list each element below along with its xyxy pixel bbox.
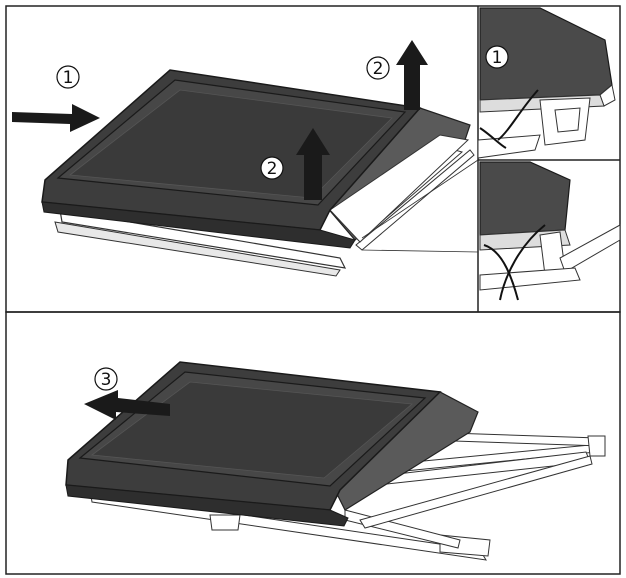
callout-line	[361, 159, 479, 239]
bottom-shelf-illustration	[65, 361, 606, 561]
callout-line	[361, 249, 479, 253]
step-3-label: 3	[94, 367, 118, 391]
arrow-left-icon	[84, 390, 170, 420]
detail-bottom-illustration	[479, 161, 621, 301]
arrow-up-icon	[396, 40, 428, 110]
svg-text:1: 1	[492, 48, 503, 68]
step-1-detail-label: 1	[485, 45, 509, 69]
top-shelf-illustration	[41, 69, 475, 277]
arrow-up-icon	[296, 128, 330, 200]
bottom-panel-frame	[5, 311, 621, 575]
step-2-label-center: 2	[260, 156, 284, 180]
svg-text:1: 1	[63, 68, 74, 88]
detail-top-illustration	[477, 7, 616, 159]
step-2-label-top: 2	[366, 56, 390, 80]
arrow-right-icon	[12, 104, 100, 132]
svg-text:2: 2	[267, 159, 278, 179]
svg-text:3: 3	[101, 370, 112, 390]
step-1-label: 1	[56, 65, 80, 89]
svg-text:2: 2	[373, 59, 384, 79]
